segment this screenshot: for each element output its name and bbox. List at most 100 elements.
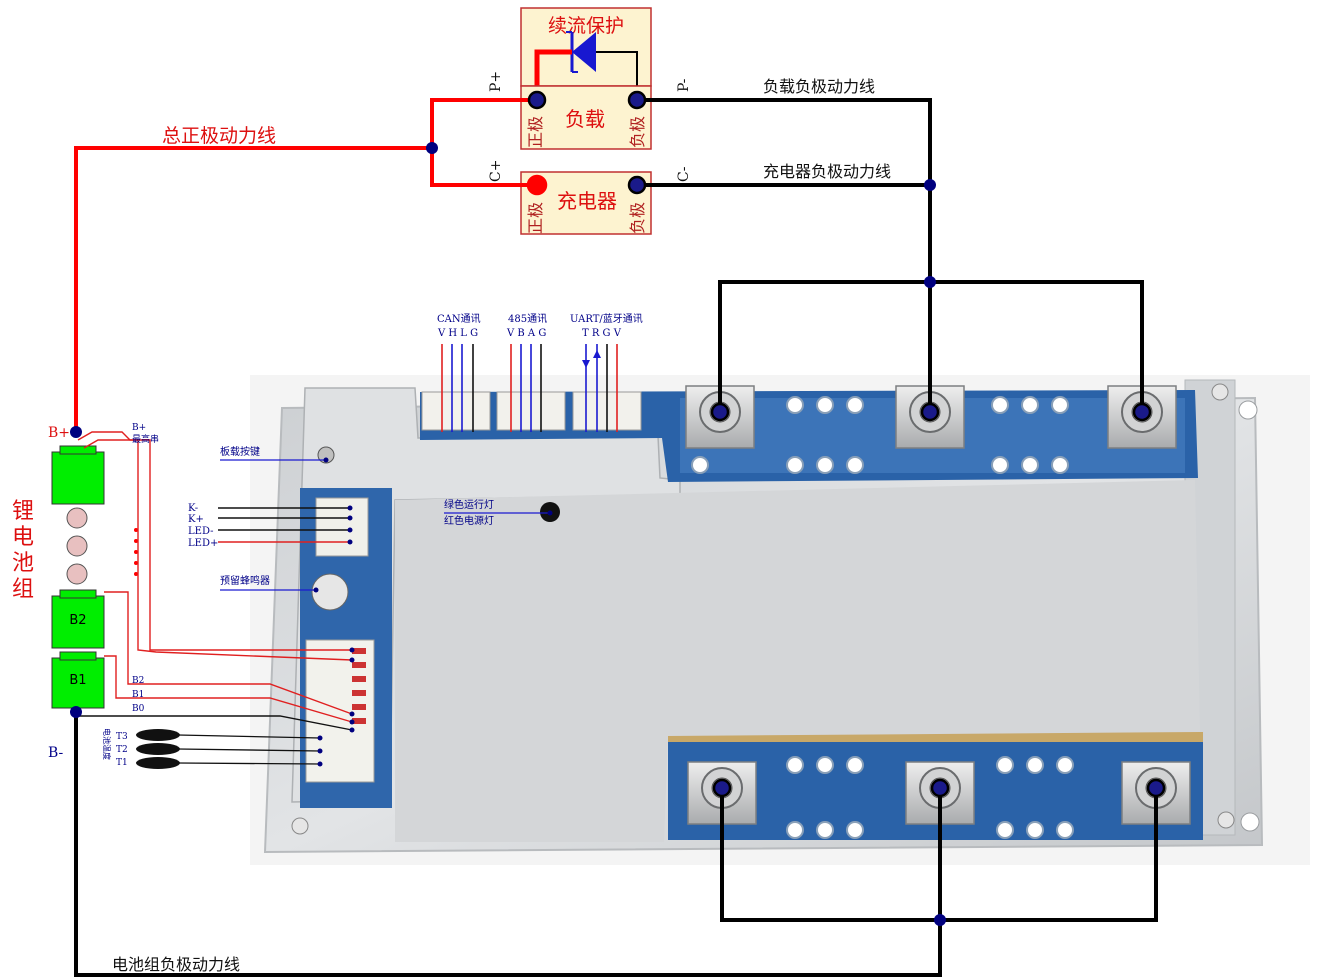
buzzer-footprint	[311, 573, 349, 611]
pcb-via	[816, 821, 834, 839]
pin-junction	[349, 727, 355, 733]
p-plus-label: P+	[488, 71, 504, 92]
board-inner-plate	[395, 480, 1200, 842]
temp-probe-t2	[136, 743, 180, 755]
terminal-node	[627, 175, 647, 195]
pcb-via	[816, 396, 834, 414]
sense-pins	[352, 648, 366, 724]
main-positive-wire	[74, 146, 432, 432]
pcb-via	[816, 756, 834, 774]
pin-junction	[547, 510, 553, 516]
pcb-via	[1021, 396, 1039, 414]
k-minus-label: K-	[188, 503, 198, 514]
charger-negative-pole: 负极	[628, 202, 647, 234]
terminal-node	[920, 402, 940, 422]
pin-junction	[317, 761, 323, 767]
pcb-bar-bottom	[668, 732, 1203, 742]
mount-hole	[1238, 400, 1258, 420]
cell-b2-cap	[59, 589, 97, 599]
temp-label: 电池温度	[102, 728, 112, 760]
red-led-label: 红色电源灯	[444, 514, 494, 527]
wire-junction	[924, 276, 936, 288]
cell-ellipsis	[134, 528, 138, 576]
pcb-via	[1021, 456, 1039, 474]
arrow-up-icon	[593, 350, 601, 358]
pcb-via	[1056, 756, 1074, 774]
load-negative-wire	[637, 98, 932, 282]
cell-link	[66, 563, 88, 585]
load-negative-line-label: 负载负极动力线	[763, 77, 875, 96]
pcb-via	[786, 756, 804, 774]
pin-junction	[347, 505, 353, 511]
uart-pins: T R G V	[582, 328, 622, 339]
sense-b1: B1	[132, 690, 144, 700]
pcb-via	[786, 821, 804, 839]
sense-highest: 最高串	[132, 433, 159, 445]
pcb-via	[996, 821, 1014, 839]
load-positive-pole: 正极	[526, 116, 545, 148]
pcb-via	[996, 756, 1014, 774]
pin-junction	[323, 457, 329, 463]
cell-b2-label: B2	[69, 613, 86, 628]
pcb-via	[1026, 821, 1044, 839]
pcb-via	[846, 756, 864, 774]
screw	[1211, 383, 1229, 401]
cell-link	[66, 535, 88, 557]
cell-top-cap	[59, 445, 97, 455]
pcb-via	[1056, 821, 1074, 839]
pin-junction	[349, 711, 355, 717]
terminal-node	[1132, 402, 1152, 422]
terminal-node	[930, 778, 950, 798]
arrow-down-icon	[582, 360, 590, 368]
bms-board	[250, 375, 1310, 865]
wire-junction	[70, 706, 82, 718]
pcb-via	[991, 456, 1009, 474]
connector-can	[421, 391, 491, 431]
led-key-wires	[218, 507, 350, 543]
pcb-via	[1026, 756, 1044, 774]
battery-negative-line-label: 电池组负极动力线	[112, 955, 240, 974]
pcb-via	[691, 456, 709, 474]
cell-b1	[51, 657, 105, 709]
mount-hole	[1240, 812, 1260, 832]
wire-junctions	[70, 90, 1166, 926]
p-minus-label: P-	[676, 78, 692, 92]
onboard-button-label: 板载按键	[220, 445, 260, 458]
pin-junction	[347, 539, 353, 545]
buzzer-label: 预留蜂鸣器	[220, 574, 270, 587]
screw	[291, 817, 309, 835]
temp-t2: T2	[116, 745, 128, 755]
wire-junction	[934, 914, 946, 926]
terminal-node	[527, 90, 547, 110]
pack-label-char: 组	[12, 577, 34, 602]
pcb-via	[846, 821, 864, 839]
freewheel-black-wire	[596, 51, 638, 100]
pcb-via	[846, 396, 864, 414]
temp-probe-t3	[136, 729, 180, 741]
pin-junction	[349, 719, 355, 725]
pack-label-char: 锂	[12, 499, 34, 524]
b0-sense-wire	[76, 715, 353, 731]
screw	[1217, 811, 1235, 829]
pcb-via	[1051, 456, 1069, 474]
green-led-label: 绿色运行灯	[444, 498, 494, 511]
uart-title: UART/蓝牙通讯	[570, 313, 643, 325]
temp-probe-t1	[136, 757, 180, 769]
freewheel-box: 续流保护	[520, 7, 652, 87]
sense-wires	[77, 431, 353, 723]
freewheel-red-wire	[534, 49, 572, 100]
pin-junction	[347, 515, 353, 521]
pcb-via	[816, 456, 834, 474]
charger-label: 充电器	[557, 189, 617, 213]
freewheel-box-frame	[520, 7, 652, 87]
led-plus-label: LED+	[188, 538, 218, 549]
comm-wires	[441, 344, 618, 432]
pack-label-char: 电	[12, 525, 34, 550]
pcb-via	[1051, 396, 1069, 414]
pin-junction	[317, 735, 323, 741]
sense-b-plus: B+	[132, 423, 146, 433]
charger-positive-pole: 正极	[526, 202, 545, 234]
cell-b2	[51, 595, 105, 649]
connector-led	[315, 497, 369, 557]
terminal-node	[710, 402, 730, 422]
